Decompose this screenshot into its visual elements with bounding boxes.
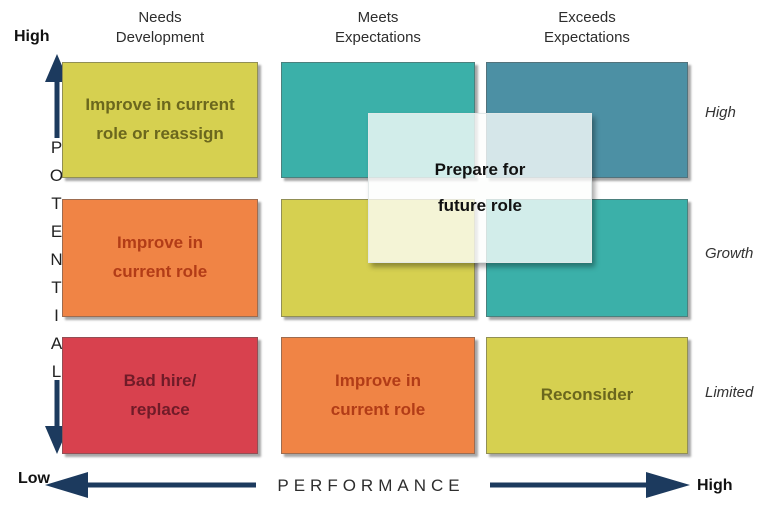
cell-label: Bad hire/ replace: [123, 370, 197, 419]
row-label-high: High: [705, 104, 736, 121]
cell-label: Improve in current role or reassign: [85, 95, 235, 143]
cell-growth-needs-development: Improve in current role: [62, 199, 258, 317]
overlay-prepare-for-future-role: Prepare for future role: [368, 113, 592, 263]
row-label-limited: Limited: [705, 384, 754, 401]
overlay-label: Prepare for future role: [434, 160, 526, 215]
column-header-exceeds-expectations: Exceeds Expectations: [544, 9, 630, 47]
cell-limited-needs-development: Bad hire/ replace: [62, 337, 258, 454]
cell-label: Reconsider: [540, 385, 634, 405]
row-label-growth: Growth: [705, 245, 754, 262]
cell-limited-exceeds-expectations: Reconsider: [486, 337, 688, 454]
column-header-needs-development: Needs Development: [115, 9, 205, 47]
x-axis-high-label: High: [697, 477, 733, 494]
x-axis-double-arrow-icon: [45, 472, 690, 498]
cell-limited-meets-expectations: Improve in current role: [281, 337, 475, 454]
cell-high-needs-development: Improve in current role or reassign: [62, 62, 258, 178]
column-header-meets-expectations: Meets Expectations: [335, 9, 421, 47]
cell-label: Improve in current role: [112, 233, 208, 281]
cell-label: Improve in current role: [330, 370, 426, 419]
y-axis-high-label: High: [14, 28, 50, 45]
y-axis-title: POTENTIAL: [47, 138, 66, 390]
axis-low-label: Low: [18, 470, 50, 487]
x-axis-title: PERFORMANCE: [277, 476, 465, 495]
